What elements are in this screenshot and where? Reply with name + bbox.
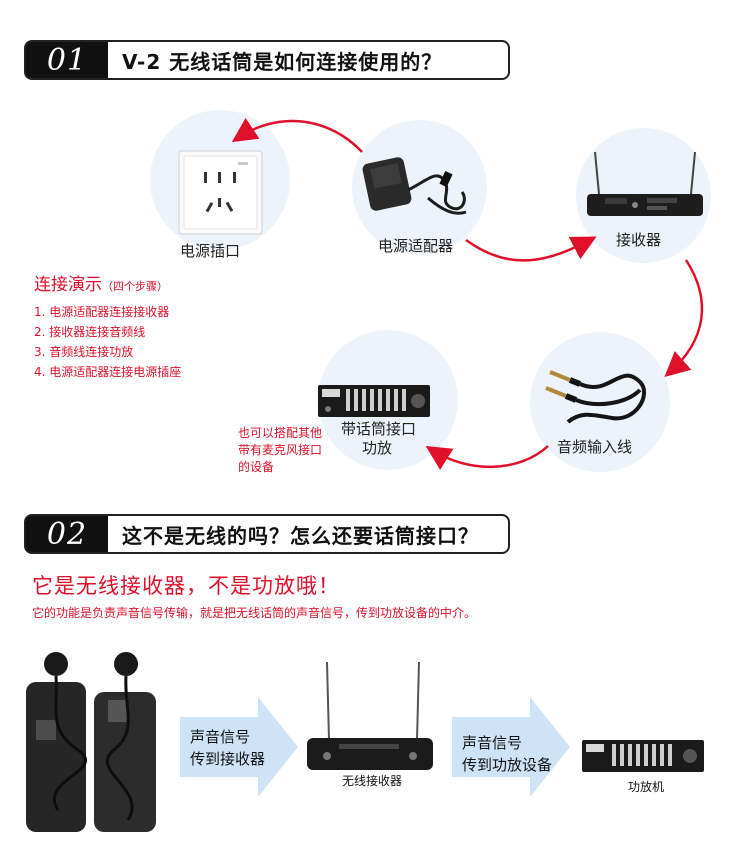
outlet-label: 电源插口 [180, 242, 241, 260]
power-adapter-image [362, 157, 467, 215]
section-number-2: 02 [26, 516, 108, 552]
connection-cycle-arrows [231, 117, 704, 470]
adapter-label: 电源适配器 [378, 237, 454, 255]
flow-step1-line1: 声音信号 [190, 728, 251, 746]
amplifier-label-line2: 功放 [362, 439, 393, 457]
amplifier-caption: 功放机 [628, 780, 665, 794]
receiver-label: 接收器 [616, 231, 662, 249]
note-line: 也可以搭配其他 [238, 426, 323, 440]
flow-arrow-2 [452, 697, 570, 797]
note-line: 的设备 [238, 460, 275, 474]
amplifier-label-line1: 带话筒接口 [341, 420, 417, 438]
receiver-image [587, 151, 703, 216]
cable-circle [530, 332, 670, 472]
demo-step: 4. 电源适配器连接电源插座 [34, 365, 182, 379]
section-title-2: 这不是无线的吗？怎么还要话筒接口？ [122, 523, 479, 548]
section-title-1: V-2 无线话筒是如何连接使用的？ [122, 49, 443, 74]
flow-arrow-1 [180, 697, 298, 797]
compatibility-note: 也可以搭配其他 带有麦克风接口 的设备 [238, 425, 322, 476]
section-number-1: 01 [26, 42, 108, 78]
demo-steps-list: 1. 电源适配器连接接收器 2. 接收器连接音频线 3. 音频线连接功放 4. … [34, 302, 181, 382]
amplifier-machine-image [582, 740, 704, 772]
flow-step2-line2: 传到功放设备 [462, 756, 553, 774]
demo-title-text: 连接演示 [34, 275, 102, 295]
receiver-caption: 无线接收器 [342, 774, 403, 788]
section-header-2: 02 这不是无线的吗？怎么还要话筒接口？ [24, 514, 510, 554]
note-line: 带有麦克风接口 [238, 443, 323, 457]
audio-cable-image [545, 370, 647, 424]
answer-detail: 它的功能是负责声音信号传输，就是把无线话筒的声音信号，传到功放设备的中介。 [32, 606, 477, 620]
demo-step: 3. 音频线连接功放 [34, 345, 134, 359]
demo-title: 连接演示（四个步骤） [34, 270, 168, 295]
wireless-receiver-image [307, 661, 433, 770]
wireless-transmitters-image [26, 652, 156, 832]
audio-cable-label: 音频输入线 [557, 438, 633, 456]
flow-step2-text: 声音信号 传到功放设备 [462, 732, 552, 776]
flow-step1-line2: 传到接收器 [190, 750, 266, 768]
section-header-1: 01 V-2 无线话筒是如何连接使用的？ [24, 40, 510, 80]
flow-step1-text: 声音信号 传到接收器 [190, 726, 265, 770]
wall-outlet-image [178, 150, 263, 235]
answer-headline: 它是无线接收器，不是功放哦！ [32, 574, 340, 598]
demo-subtitle: （四个步骤） [102, 280, 168, 293]
demo-step: 1. 电源适配器连接接收器 [34, 305, 170, 319]
amplifier-image [318, 385, 430, 417]
demo-step: 2. 接收器连接音频线 [34, 325, 146, 339]
flow-step2-line1: 声音信号 [462, 734, 523, 752]
